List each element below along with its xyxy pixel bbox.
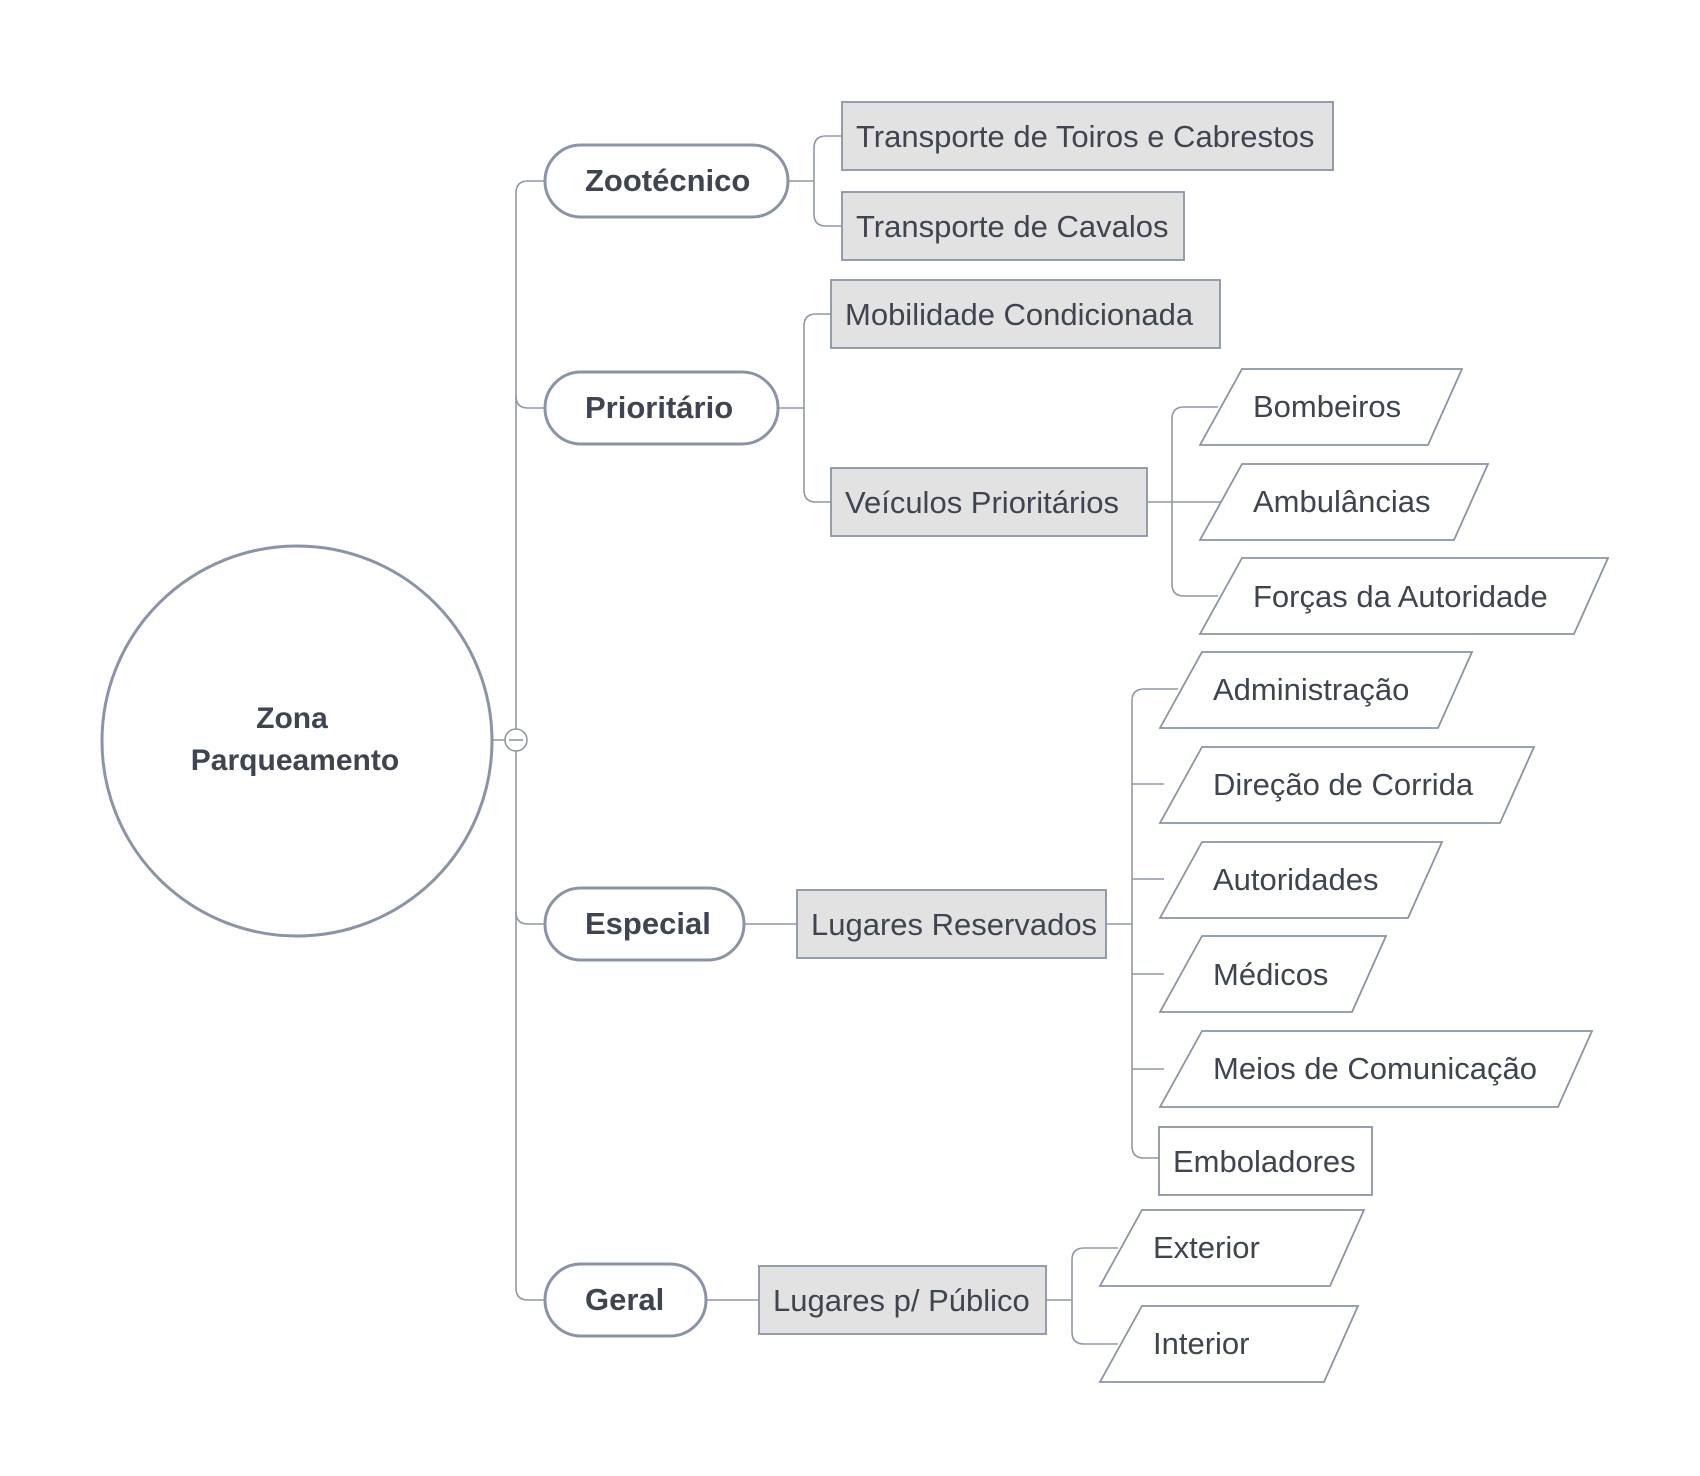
leaf-forcas-label: Forças da Autoridade	[1253, 579, 1548, 614]
leaf-exterior-label: Exterior	[1153, 1230, 1260, 1265]
root-label-line-1: Zona	[256, 702, 328, 735]
leaf-ambulancias[interactable]: Ambulâncias	[1198, 463, 1490, 541]
root-node[interactable]: Zona Parqueamento	[100, 544, 494, 938]
node-transporte-cavalos[interactable]: Transporte de Cavalos	[841, 191, 1185, 261]
leaf-ambulancias-label: Ambulâncias	[1253, 484, 1430, 519]
branch-especial[interactable]: Especial	[543, 886, 746, 962]
branch-geral-label: Geral	[585, 1282, 664, 1317]
node-transporte-cavalos-label: Transporte de Cavalos	[856, 209, 1168, 244]
leaf-emboladores-label: Emboladores	[1173, 1144, 1356, 1179]
node-veiculos-prioritarios[interactable]: Veículos Prioritários	[830, 467, 1148, 537]
node-transporte-toiros[interactable]: Transporte de Toiros e Cabrestos	[841, 101, 1334, 171]
node-mobilidade-label: Mobilidade Condicionada	[845, 297, 1194, 332]
leaf-medicos-label: Médicos	[1213, 957, 1328, 992]
connectors	[492, 135, 1228, 1345]
leaf-interior-label: Interior	[1153, 1326, 1249, 1361]
node-lugares-publico[interactable]: Lugares p/ Público	[758, 1265, 1047, 1335]
node-transporte-toiros-label: Transporte de Toiros e Cabrestos	[856, 119, 1314, 154]
node-reservados-label: Lugares Reservados	[811, 907, 1097, 942]
node-veiculos-label: Veículos Prioritários	[845, 485, 1119, 520]
node-publico-label: Lugares p/ Público	[773, 1283, 1030, 1318]
node-lugares-reservados[interactable]: Lugares Reservados	[796, 889, 1107, 959]
leaf-autoridades-label: Autoridades	[1213, 862, 1378, 897]
leaf-bombeiros[interactable]: Bombeiros	[1198, 368, 1464, 446]
branch-zootecnico[interactable]: Zootécnico	[543, 143, 790, 219]
branch-especial-label: Especial	[585, 906, 711, 941]
node-mobilidade-condicionada[interactable]: Mobilidade Condicionada	[830, 279, 1221, 349]
leaf-exterior[interactable]: Exterior	[1098, 1209, 1366, 1287]
leaf-medicos[interactable]: Médicos	[1158, 935, 1388, 1013]
branch-geral[interactable]: Geral	[543, 1262, 708, 1338]
root-label-line-2: Parqueamento	[191, 744, 399, 777]
collapse-toggle[interactable]	[504, 728, 528, 752]
leaf-direcao-corrida[interactable]: Direção de Corrida	[1158, 746, 1536, 824]
leaf-bombeiros-label: Bombeiros	[1253, 389, 1401, 424]
leaf-interior[interactable]: Interior	[1098, 1305, 1360, 1383]
leaf-administracao-label: Administração	[1213, 672, 1409, 707]
branch-zootecnico-label: Zootécnico	[585, 163, 750, 198]
branch-prioritario-label: Prioritário	[585, 390, 733, 425]
branch-prioritario[interactable]: Prioritário	[543, 370, 780, 446]
leaf-autoridades[interactable]: Autoridades	[1158, 841, 1444, 919]
leaf-meios-comunicacao[interactable]: Meios de Comunicação	[1158, 1030, 1594, 1108]
leaf-emboladores[interactable]: Emboladores	[1158, 1126, 1373, 1196]
leaf-meios-label: Meios de Comunicação	[1213, 1051, 1537, 1086]
leaf-direcao-label: Direção de Corrida	[1213, 767, 1474, 802]
leaf-forcas-autoridade[interactable]: Forças da Autoridade	[1198, 557, 1610, 635]
leaf-administracao[interactable]: Administração	[1158, 651, 1474, 729]
